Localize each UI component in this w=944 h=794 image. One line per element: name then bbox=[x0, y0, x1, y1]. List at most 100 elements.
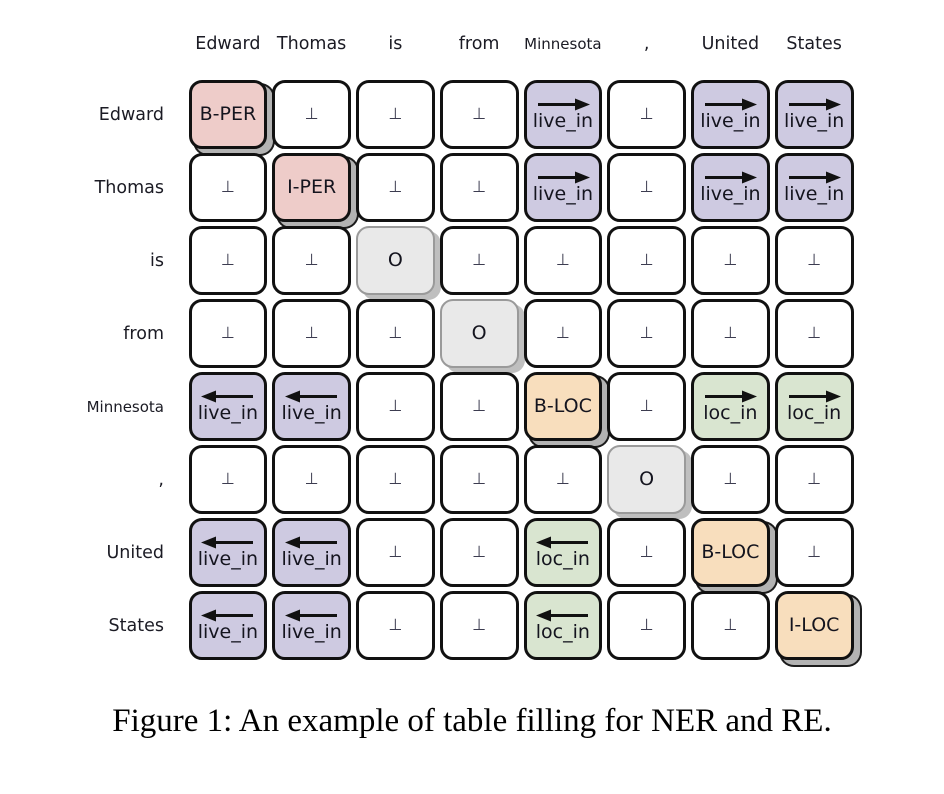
cell-label: ⊥ bbox=[639, 104, 654, 124]
cell-comma-from: ⊥ bbox=[437, 443, 521, 516]
cell-label: ⊥ bbox=[388, 469, 403, 489]
arrow-right-icon bbox=[537, 171, 590, 184]
arrow-right-icon bbox=[705, 98, 758, 111]
no-relation-box: ⊥ bbox=[691, 445, 770, 514]
no-relation-box: ⊥ bbox=[356, 372, 435, 441]
cell-is-states: ⊥ bbox=[772, 224, 856, 297]
no-relation-box: ⊥ bbox=[523, 299, 603, 368]
cell-label: live_in bbox=[783, 109, 845, 132]
arrow-right-icon bbox=[789, 98, 842, 111]
no-relation-box: ⊥ bbox=[356, 80, 435, 149]
cell-label: ⊥ bbox=[472, 104, 487, 124]
cell-edward-states: live_in bbox=[772, 78, 856, 151]
cell-edward-thomas: ⊥ bbox=[270, 78, 354, 151]
cell-label: loc_in bbox=[703, 401, 758, 424]
cell-label: ⊥ bbox=[472, 615, 487, 635]
no-relation-box: ⊥ bbox=[439, 445, 519, 514]
cell-minnesota-states: loc_in bbox=[772, 370, 856, 443]
arrow-left-icon bbox=[200, 536, 253, 549]
no-relation-box: ⊥ bbox=[188, 226, 268, 295]
cell-from-states: ⊥ bbox=[772, 297, 856, 370]
cell-label: ⊥ bbox=[639, 323, 654, 343]
arrow-right-icon bbox=[705, 390, 758, 403]
no-relation-box: ⊥ bbox=[439, 591, 519, 660]
cell-edward-minnesota: live_in bbox=[521, 78, 605, 151]
cell-label: ⊥ bbox=[472, 469, 487, 489]
no-relation-box: ⊥ bbox=[272, 299, 351, 368]
cell-label: ⊥ bbox=[723, 469, 738, 489]
cell-states-comma: ⊥ bbox=[605, 589, 689, 662]
cell-label: live_in bbox=[532, 109, 594, 132]
cell-label: ⊥ bbox=[304, 323, 319, 343]
loc-box: B-LOC bbox=[691, 518, 770, 587]
column-header-united: United bbox=[701, 34, 760, 54]
cell-is-thomas: ⊥ bbox=[270, 224, 354, 297]
no-relation-box: ⊥ bbox=[439, 226, 519, 295]
cell-from-edward: ⊥ bbox=[186, 297, 270, 370]
cell-comma-is: ⊥ bbox=[354, 443, 438, 516]
cell-label: live_in bbox=[197, 620, 259, 643]
cell-label: live_in bbox=[197, 547, 259, 570]
cell-label: ⊥ bbox=[807, 542, 822, 562]
cell-from-united: ⊥ bbox=[689, 297, 773, 370]
cell-label: ⊥ bbox=[220, 250, 235, 270]
cell-is-edward: ⊥ bbox=[186, 224, 270, 297]
cell-label: loc_in bbox=[787, 401, 842, 424]
cell-edward-is: ⊥ bbox=[354, 78, 438, 151]
loc-box: I-LOC bbox=[774, 591, 854, 660]
cell-label: ⊥ bbox=[807, 469, 822, 489]
cell-label: ⊥ bbox=[472, 542, 487, 562]
arrow-right-icon bbox=[789, 390, 842, 403]
column-header-comma: , bbox=[643, 34, 650, 54]
no-relation-box: ⊥ bbox=[691, 591, 770, 660]
o-box: O bbox=[607, 445, 686, 514]
no-relation-box: ⊥ bbox=[356, 591, 435, 660]
cell-edward-edward: B-PER bbox=[186, 78, 270, 151]
no-relation-box: ⊥ bbox=[523, 445, 603, 514]
row-header-comma: , bbox=[158, 469, 164, 490]
cell-thomas-thomas: I-PER bbox=[270, 151, 354, 224]
cell-label: live_in bbox=[281, 547, 342, 570]
cell-comma-comma: O bbox=[605, 443, 689, 516]
loc_in-box: loc_in bbox=[691, 372, 770, 441]
row-header-states: States bbox=[108, 615, 164, 636]
cell-edward-comma: ⊥ bbox=[605, 78, 689, 151]
cell-thomas-states: live_in bbox=[772, 151, 856, 224]
cell-is-united: ⊥ bbox=[689, 224, 773, 297]
cell-label: O bbox=[471, 321, 487, 344]
arrow-left-icon bbox=[200, 390, 253, 403]
arrow-left-icon bbox=[200, 609, 253, 622]
cell-united-comma: ⊥ bbox=[605, 516, 689, 589]
row-header-edward: Edward bbox=[98, 104, 164, 125]
arrow-right-icon bbox=[705, 171, 758, 184]
cell-thomas-united: live_in bbox=[689, 151, 773, 224]
no-relation-box: ⊥ bbox=[607, 80, 686, 149]
cell-from-is: ⊥ bbox=[354, 297, 438, 370]
cell-thomas-edward: ⊥ bbox=[186, 151, 270, 224]
cell-thomas-is: ⊥ bbox=[354, 151, 438, 224]
cell-comma-minnesota: ⊥ bbox=[521, 443, 605, 516]
no-relation-box: ⊥ bbox=[439, 372, 519, 441]
o-box: O bbox=[356, 226, 435, 295]
cell-label: ⊥ bbox=[639, 396, 654, 416]
cell-minnesota-united: loc_in bbox=[689, 370, 773, 443]
row-header-from: from bbox=[123, 323, 164, 344]
live_in-box: live_in bbox=[774, 153, 854, 222]
cell-label: ⊥ bbox=[388, 542, 403, 562]
cell-united-thomas: live_in bbox=[270, 516, 354, 589]
arrow-left-icon bbox=[284, 536, 337, 549]
live_in-box: live_in bbox=[691, 153, 770, 222]
no-relation-box: ⊥ bbox=[272, 80, 351, 149]
cell-label: ⊥ bbox=[555, 323, 570, 343]
cell-minnesota-is: ⊥ bbox=[354, 370, 438, 443]
row-header-thomas: Thomas bbox=[94, 177, 164, 198]
cell-label: ⊥ bbox=[304, 469, 319, 489]
no-relation-box: ⊥ bbox=[356, 518, 435, 587]
live_in-box: live_in bbox=[272, 372, 351, 441]
cell-states-states: I-LOC bbox=[772, 589, 856, 662]
cell-label: ⊥ bbox=[639, 542, 654, 562]
cell-label: live_in bbox=[700, 109, 761, 132]
